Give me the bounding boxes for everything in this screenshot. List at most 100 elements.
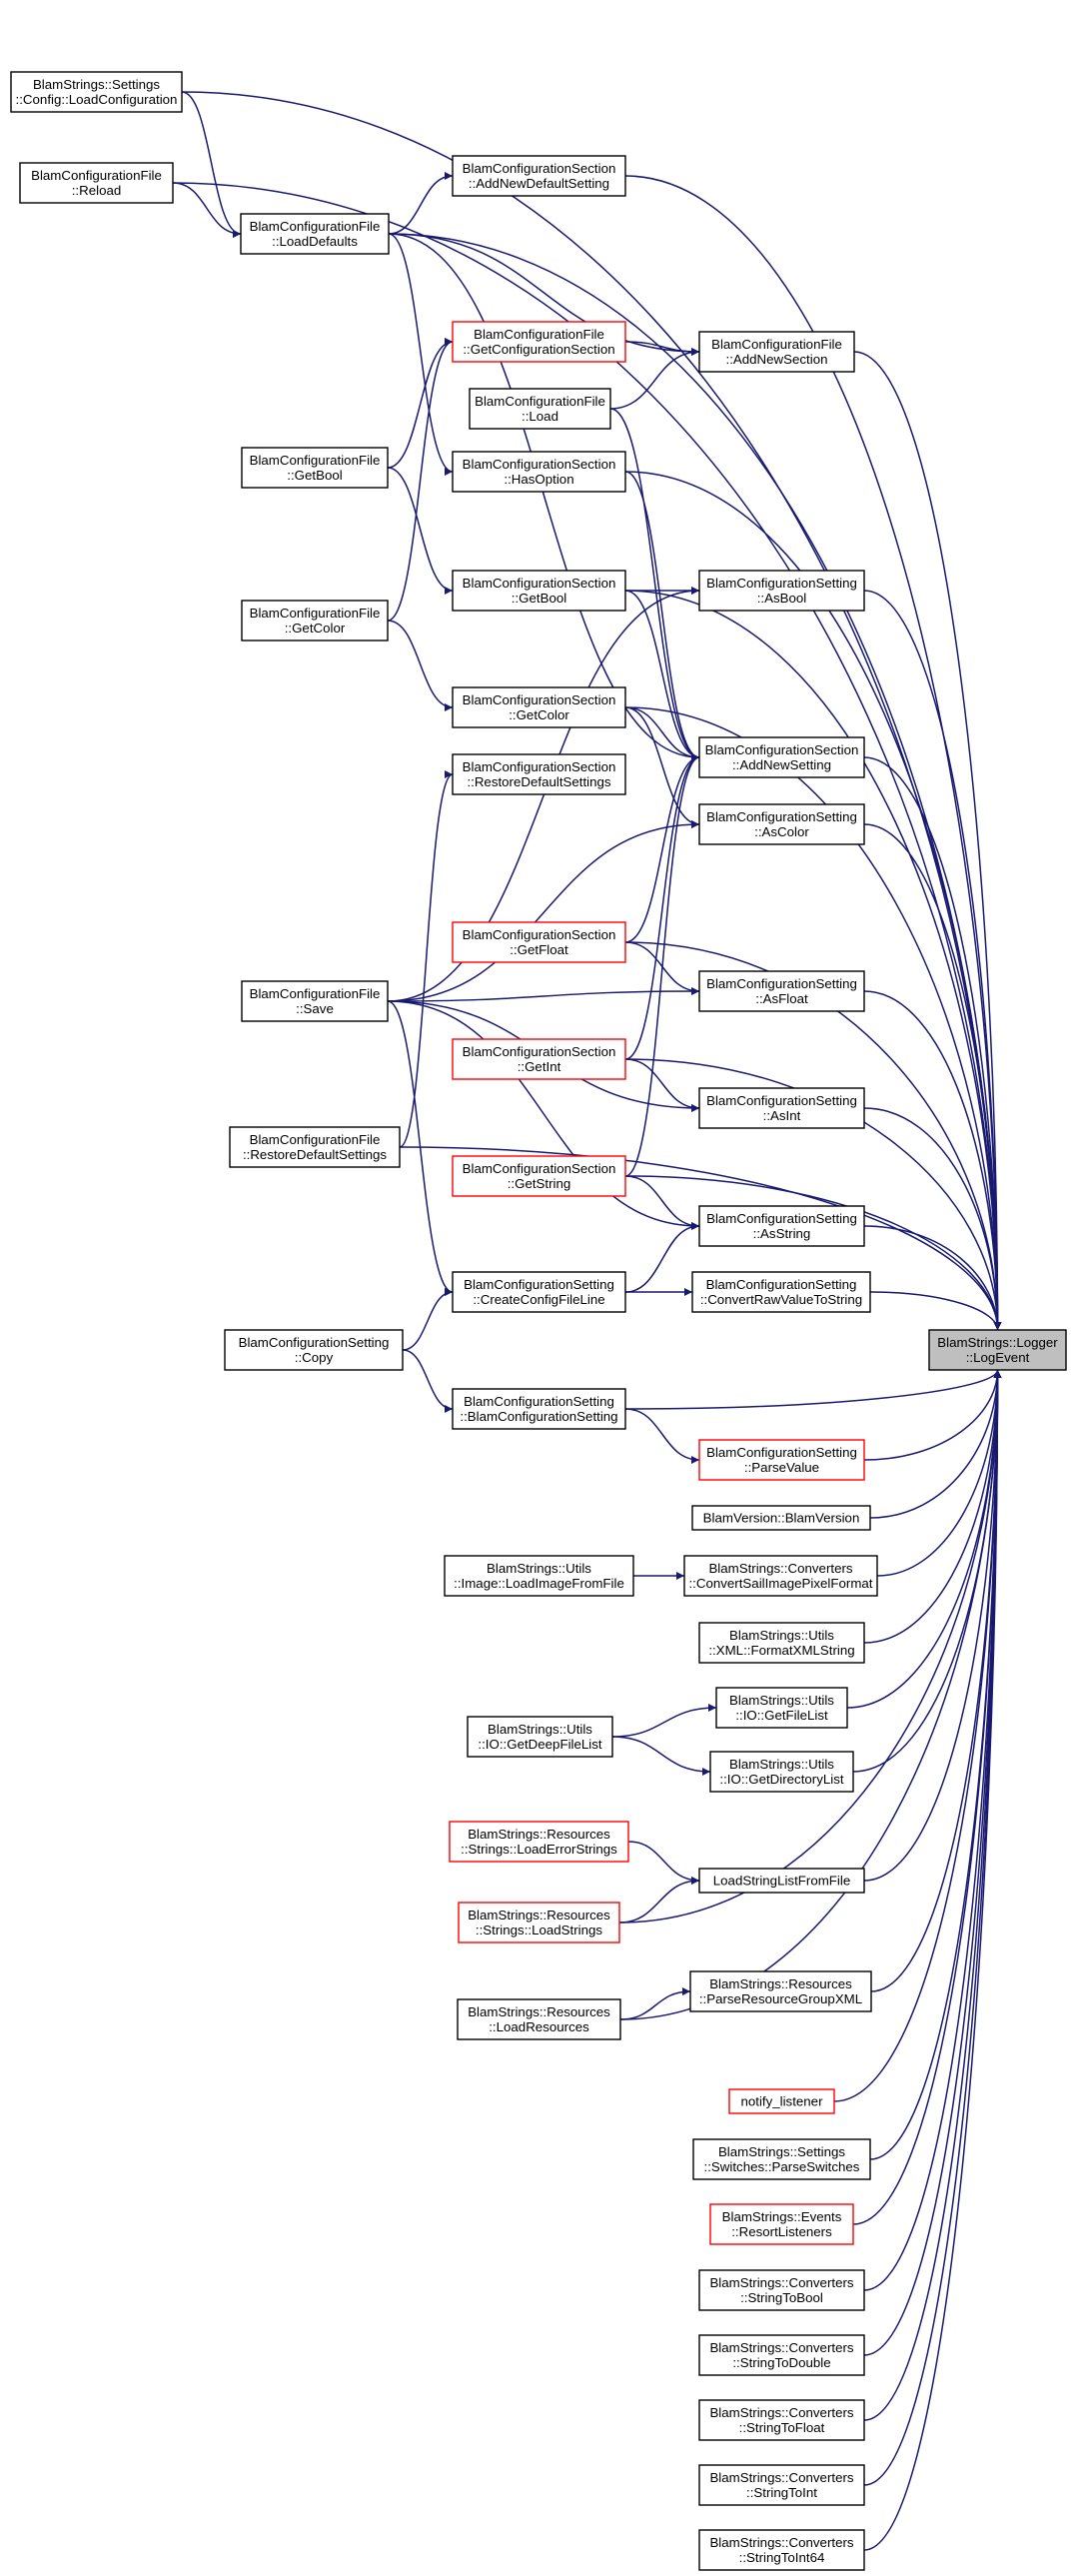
node-label-line: BlamStrings::Converters [709,2340,853,2355]
node-converters_stringtodouble[interactable]: BlamStrings::Converters::StringToDouble [698,2334,865,2376]
node-label-line: BlamConfigurationSection [463,759,616,774]
node-cfgfile_save[interactable]: BlamConfigurationFile::Save [241,980,389,1022]
node-cfgsetting_ctor[interactable]: BlamConfigurationSetting::BlamConfigurat… [452,1388,626,1430]
node-cfgsection_addnewdefaultsetting[interactable]: BlamConfigurationSection::AddNewDefaultS… [452,155,626,197]
node-label-line: ::LoadResources [489,2019,589,2034]
node-converters_stringtobool[interactable]: BlamStrings::Converters::StringToBool [698,2269,865,2311]
node-label-line: BlamConfigurationSection [463,576,616,591]
node-label-line: ::ParseValue [744,1460,819,1475]
node-converters_stringtofloat[interactable]: BlamStrings::Converters::StringToFloat [698,2399,865,2441]
edge-cfgsection_getcolor-to-cfgsetting_ascolor [624,706,700,828]
node-label-line: ::AddNewDefaultSetting [469,176,609,191]
edge-settings_parseswitches-to-logger_logevent [869,1369,1002,2160]
node-cfgsetting_asint[interactable]: BlamConfigurationSetting::AsInt [698,1087,865,1129]
node-cfgfile_getbool[interactable]: BlamConfigurationFile::GetBool [241,447,389,489]
node-cfgfile_addnewsection[interactable]: BlamConfigurationFile::AddNewSection [698,331,855,373]
node-cfgsection_getbool[interactable]: BlamConfigurationSection::GetBool [452,570,626,612]
node-cfgsection_restoredefaults[interactable]: BlamConfigurationSection::RestoreDefault… [452,753,626,795]
nodes-layer: BlamStrings::Settings::Config::LoadConfi… [10,71,1067,2571]
node-utils_getdirectorylist[interactable]: BlamStrings::Utils::IO::GetDirectoryList [709,1751,854,1793]
node-cfgsection_hasoption[interactable]: BlamConfigurationSection::HasOption [452,451,626,493]
edge-cfgfile_load-to-cfgfile_addnewsection [609,348,700,410]
node-label-line: ::LoadDefaults [272,234,358,249]
node-label-line: BlamStrings::Resources [468,1908,610,1923]
node-box [928,1329,1067,1371]
node-label-line: ::AddNewSetting [732,757,831,772]
edge-cfgfile_save-to-cfgsetting_ascolor [387,820,700,1002]
node-logger_logevent[interactable]: BlamStrings::Logger::LogEvent [928,1329,1067,1371]
node-cfgsetting_createconfigfileline[interactable]: BlamConfigurationSetting::CreateConfigFi… [452,1271,626,1313]
node-utils_loadimagefromfile[interactable]: BlamStrings::Utils::Image::LoadImageFrom… [444,1555,634,1597]
node-blamversion[interactable]: BlamVersion::BlamVersion [691,1505,871,1531]
node-utils_getfilelist[interactable]: BlamStrings::Utils::IO::GetFileList [715,1687,848,1729]
node-label-line: ::GetColor [509,707,569,722]
node-label-line: ::CreateConfigFileLine [473,1292,604,1307]
node-cfgsection_getstring[interactable]: BlamConfigurationSection::GetString [452,1155,626,1197]
node-cfgsetting_convertrawvalue[interactable]: BlamConfigurationSetting::ConvertRawValu… [691,1271,871,1313]
node-cfgfile_getconfigsection[interactable]: BlamConfigurationFile::GetConfigurationS… [452,321,626,363]
node-label-line: BlamStrings::Utils [729,1628,834,1643]
node-cfgsetting_asfloat[interactable]: BlamConfigurationSetting::AsFloat [698,970,865,1012]
node-cfgsetting_asstring[interactable]: BlamConfigurationSetting::AsString [698,1205,865,1247]
node-cfgfile_loaddefaults[interactable]: BlamConfigurationFile::LoadDefaults [240,213,390,255]
node-converters_stringtoint64[interactable]: BlamStrings::Converters::StringToInt64 [698,2529,865,2571]
node-cfgfile_getcolor[interactable]: BlamConfigurationFile::GetColor [241,600,389,642]
node-box [698,1087,865,1129]
node-cfgsection_getfloat[interactable]: BlamConfigurationSection::GetFloat [452,921,626,963]
node-cfgsetting_copy[interactable]: BlamConfigurationSetting::Copy [224,1329,404,1371]
edge-cfgsetting_createconfigfileline-to-cfgsetting_asstring [624,1222,700,1293]
node-cfgsetting_ascolor[interactable]: BlamConfigurationSetting::AsColor [698,803,865,845]
node-label-line: ::Switches::ParseSwitches [704,2159,860,2174]
node-cfgsection_getint[interactable]: BlamConfigurationSection::GetInt [452,1038,626,1080]
node-resources_parseresourcegroupxml[interactable]: BlamStrings::Resources::ParseResourceGro… [689,1970,872,2012]
node-label-line: ::IO::GetDirectoryList [719,1772,843,1787]
edge-cfgsection_getfloat-to-cfgsection_addnewsetting [624,753,700,943]
node-label-line: ::ParseResourceGroupXML [699,1991,862,2006]
edge-cfgsetting_ctor-to-logger_logevent [624,1369,1002,1410]
node-box [241,447,389,489]
node-label-line: BlamStrings::Converters [709,2470,853,2485]
node-converters_stringtoint[interactable]: BlamStrings::Converters::StringToInt [698,2464,865,2506]
edge-cfgsection_addnewdefaultsetting-to-logger_logevent [624,175,1002,1331]
node-label-line: BlamStrings::Utils [488,1722,592,1737]
node-label-line: ::Copy [295,1350,334,1365]
edge-cfgfile_getcolor-to-cfgsection_getcolor [387,620,454,711]
node-notify_listener[interactable]: notify_listener [728,2088,835,2114]
node-cfgsetting_asbool[interactable]: BlamConfigurationSetting::AsBool [698,570,865,612]
edge-cfgsection_getint-to-logger_logevent [624,1058,1002,1331]
node-box [452,155,626,197]
node-utils_getdeepfilelist[interactable]: BlamStrings::Utils::IO::GetDeepFileList [467,1716,613,1758]
node-resources_loadstrings[interactable]: BlamStrings::Resources::Strings::LoadStr… [458,1902,620,1943]
node-settings_parseswitches[interactable]: BlamStrings::Settings::Switches::ParseSw… [692,2138,871,2180]
node-label-line: BlamStrings::Converters [709,2535,853,2550]
node-box [449,1821,629,1863]
node-utils_formatxml[interactable]: BlamStrings::Utils::XML::FormatXMLString [698,1622,865,1664]
node-cfgfile_reload[interactable]: BlamConfigurationFile::Reload [19,162,174,204]
node-cfgsection_getcolor[interactable]: BlamConfigurationSection::GetColor [452,686,626,728]
node-cfgsection_addnewsetting[interactable]: BlamConfigurationSection::AddNewSetting [698,736,865,778]
node-label-line: ::ConvertSailImagePixelFormat [688,1576,872,1591]
node-label-line: ::AddNewSection [726,352,828,367]
node-cfgfile_load[interactable]: BlamConfigurationFile::Load [469,388,611,430]
node-resources_loaderrorstrings[interactable]: BlamStrings::Resources::Strings::LoadErr… [449,1821,629,1863]
node-label-line: ::StringToBool [740,2290,823,2305]
node-box [698,1205,865,1247]
node-resources_loadresources[interactable]: BlamStrings::Resources::LoadResources [457,1998,621,2040]
node-box [224,1329,404,1371]
node-events_resortlisteners[interactable]: BlamStrings::Events::ResortListeners [709,2203,854,2245]
node-cfgfile_restoredefaults[interactable]: BlamConfigurationFile::RestoreDefaultSet… [229,1126,401,1168]
node-label-line: BlamConfigurationSection [463,1161,616,1176]
node-settings_loadconfig[interactable]: BlamStrings::Settings::Config::LoadConfi… [10,71,183,113]
node-converters_convertsail[interactable]: BlamStrings::Converters::ConvertSailImag… [683,1555,878,1597]
edge-converters_stringtobool-to-logger_logevent [863,1369,1002,2291]
node-label-line: BlamStrings::Utils [729,1693,834,1708]
node-box [698,736,865,778]
node-label-line: BlamConfigurationSection [705,742,859,757]
node-loadstringlistfromfile[interactable]: LoadStringListFromFile [698,1868,865,1894]
node-label-line: BlamStrings::Settings [718,2144,845,2159]
node-box [452,321,626,363]
edge-cfgsection_addnewsetting-to-logger_logevent [863,756,1002,1331]
node-label-line: BlamConfigurationSetting [239,1335,390,1350]
node-cfgsetting_parsevalue[interactable]: BlamConfigurationSetting::ParseValue [698,1439,865,1481]
node-label-line: BlamStrings::Utils [487,1561,591,1576]
